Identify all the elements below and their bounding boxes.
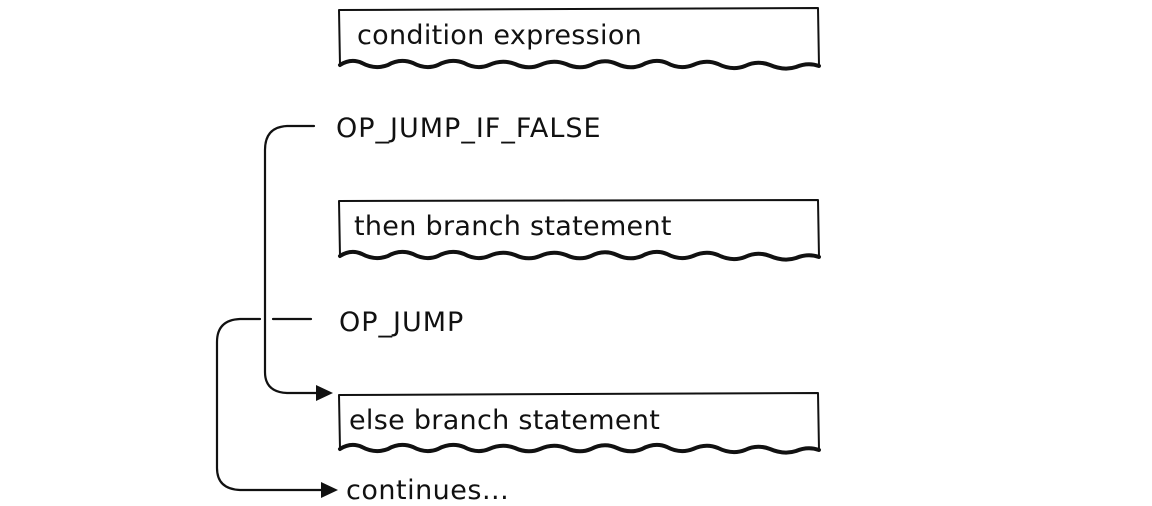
jump-if-false-edge <box>263 124 333 401</box>
op-jump-if-false-label: OP_JUMP_IF_FALSE <box>336 113 602 144</box>
jump-edge <box>215 317 338 498</box>
else-branch-label: else branch statement <box>349 405 661 436</box>
arrowhead-icon <box>321 482 338 498</box>
op-jump-label: OP_JUMP <box>339 307 465 338</box>
else-branch-box <box>338 392 821 455</box>
arrowhead-icon <box>316 385 333 401</box>
then-branch-label: then branch statement <box>354 211 672 242</box>
condition-expression-box <box>338 7 821 71</box>
then-branch-box <box>338 199 821 262</box>
continues-label: continues... <box>346 475 510 506</box>
condition-expression-label: condition expression <box>357 20 643 51</box>
